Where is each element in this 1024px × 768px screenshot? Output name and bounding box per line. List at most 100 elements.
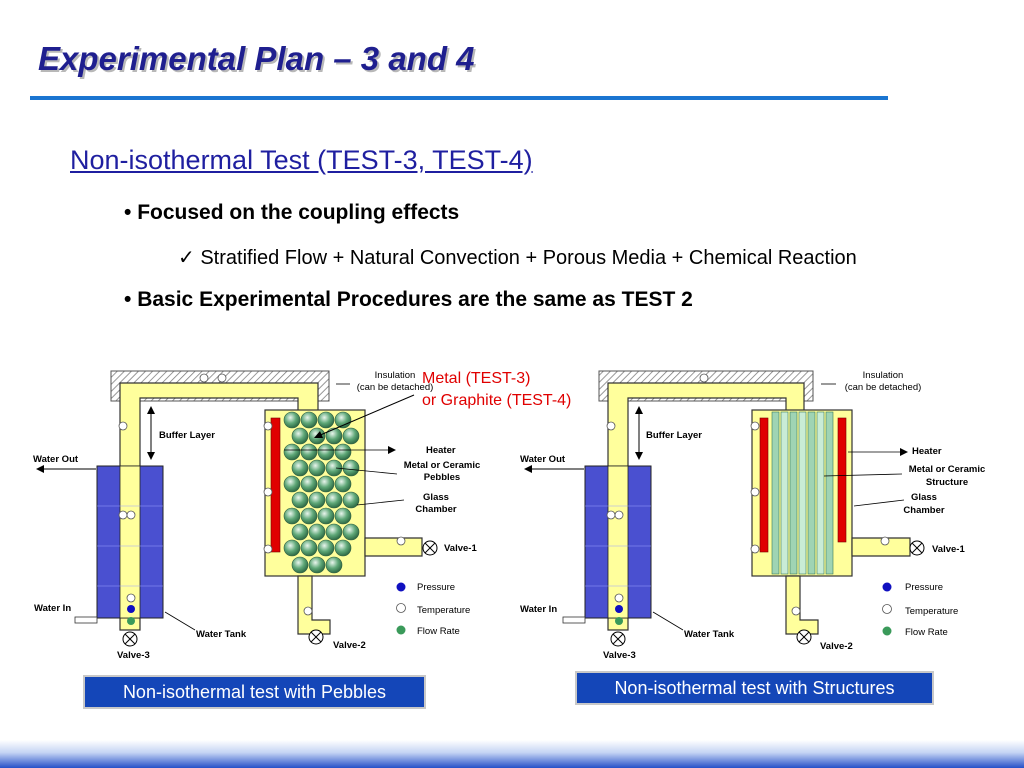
structure-bar	[771, 411, 780, 575]
temperature-sensor-icon	[126, 510, 136, 520]
pressure-sensor-icon	[127, 605, 135, 613]
heater	[837, 417, 847, 543]
bullet-coupling: • Focused on the coupling effects	[124, 201, 459, 225]
bullet-mark: •	[124, 201, 132, 224]
media-sub-label: Structure	[926, 477, 968, 488]
pebble	[283, 539, 301, 557]
pebble	[325, 427, 343, 445]
pressure-sensor-icon	[615, 605, 623, 613]
pebble	[291, 556, 309, 574]
pebble	[300, 475, 318, 493]
pebble	[291, 459, 309, 477]
temperature-sensor-icon	[750, 487, 760, 497]
temperature-sensor-icon	[396, 603, 406, 613]
heater	[759, 417, 769, 553]
temperature-sensor-icon	[882, 604, 892, 614]
bullet-physics: ✓ Stratified Flow + Natural Convection +…	[178, 245, 857, 270]
legend-pressure: Pressure	[417, 582, 455, 593]
arrow-head	[147, 406, 155, 414]
valve-icon	[610, 631, 626, 647]
water-out-label: Water Out	[33, 454, 79, 465]
outlet-pipe	[364, 537, 423, 557]
water-in-label: Water In	[520, 604, 557, 615]
flow-meter-icon	[882, 626, 892, 636]
temperature-sensor-icon	[614, 593, 624, 603]
pebble	[283, 443, 301, 461]
valve-icon	[909, 540, 925, 556]
arrow-head	[147, 452, 155, 460]
structure-bar	[816, 411, 825, 575]
temperature-sensor-icon	[263, 544, 273, 554]
valve-2-label: Valve-2	[333, 640, 366, 651]
valve-icon	[122, 631, 138, 647]
temperature-sensor-icon	[217, 373, 227, 383]
pebble	[300, 507, 318, 525]
pebble	[308, 459, 326, 477]
valve-1-label: Valve-1	[444, 543, 477, 554]
glass-sub-label: Chamber	[903, 505, 944, 516]
arrow-head	[36, 465, 44, 473]
slide-title: Experimental Plan – 3 and 4	[38, 40, 475, 77]
pebble	[342, 459, 360, 477]
arrow-head	[900, 448, 908, 456]
drain-pipe	[785, 575, 819, 635]
glass-label: Glass	[423, 492, 449, 503]
valve-3-label: Valve-3	[117, 650, 150, 661]
annotation-metal: Metal (TEST-3)	[422, 370, 530, 387]
check-icon: ✓	[178, 247, 195, 269]
pebble	[334, 507, 352, 525]
pebble	[291, 491, 309, 509]
structure-bar	[807, 411, 816, 575]
heater-label: Heater	[912, 446, 942, 457]
bullet-procedures: • Basic Experimental Procedures are the …	[124, 288, 693, 312]
water-tank-label: Water Tank	[684, 629, 735, 640]
arrow-head	[524, 465, 532, 473]
pebble	[283, 475, 301, 493]
pebble-bed	[283, 411, 360, 574]
pebble	[308, 491, 326, 509]
heater-label: Heater	[426, 445, 456, 456]
temperature-sensor-icon	[750, 421, 760, 431]
pebble	[342, 491, 360, 509]
insulation-label: Insulation	[863, 370, 904, 381]
pebble	[334, 475, 352, 493]
temperature-sensor-icon	[303, 606, 313, 616]
pebble	[325, 523, 343, 541]
outlet-pipe	[851, 537, 911, 557]
pebble	[325, 491, 343, 509]
legend-flow-rate: Flow Rate	[905, 627, 948, 638]
pebble	[317, 411, 335, 429]
flow-meter-icon	[396, 625, 406, 635]
insulation-sub-label: (can be detached)	[357, 382, 434, 393]
caption-pebbles: Non-isothermal test with Pebbles	[83, 675, 426, 709]
flow-meter-icon	[127, 617, 135, 625]
pebble	[317, 475, 335, 493]
pebble	[300, 411, 318, 429]
glass-sub-label: Chamber	[415, 504, 456, 515]
legend-temperature: Temperature	[417, 605, 470, 616]
leader-line	[335, 467, 398, 475]
drain-pipe	[297, 575, 331, 635]
pebble	[300, 443, 318, 461]
temperature-sensor-icon	[606, 421, 616, 431]
arrow-head	[388, 446, 396, 454]
leader-line	[823, 473, 903, 477]
temperature-sensor-icon	[263, 487, 273, 497]
temperature-sensors	[118, 373, 406, 616]
heater	[270, 417, 281, 553]
temperature-sensor-icon	[614, 510, 624, 520]
title-rule	[30, 96, 888, 100]
temperature-sensors	[606, 373, 890, 616]
temperature-sensor-icon	[880, 536, 890, 546]
buffer-layer-label: Buffer Layer	[159, 430, 215, 441]
pebble	[342, 523, 360, 541]
temperature-sensor-icon	[126, 593, 136, 603]
temperature-sensor-icon	[606, 510, 616, 520]
pebbles-diagram: Insulation (can be detached) Buffer Laye…	[33, 370, 571, 661]
pebble	[334, 539, 352, 557]
pebble	[334, 443, 352, 461]
buffer-layer-label: Buffer Layer	[646, 430, 702, 441]
leader-line	[853, 499, 905, 507]
arrow-head	[314, 431, 323, 438]
temperature-sensor-icon	[263, 421, 273, 431]
